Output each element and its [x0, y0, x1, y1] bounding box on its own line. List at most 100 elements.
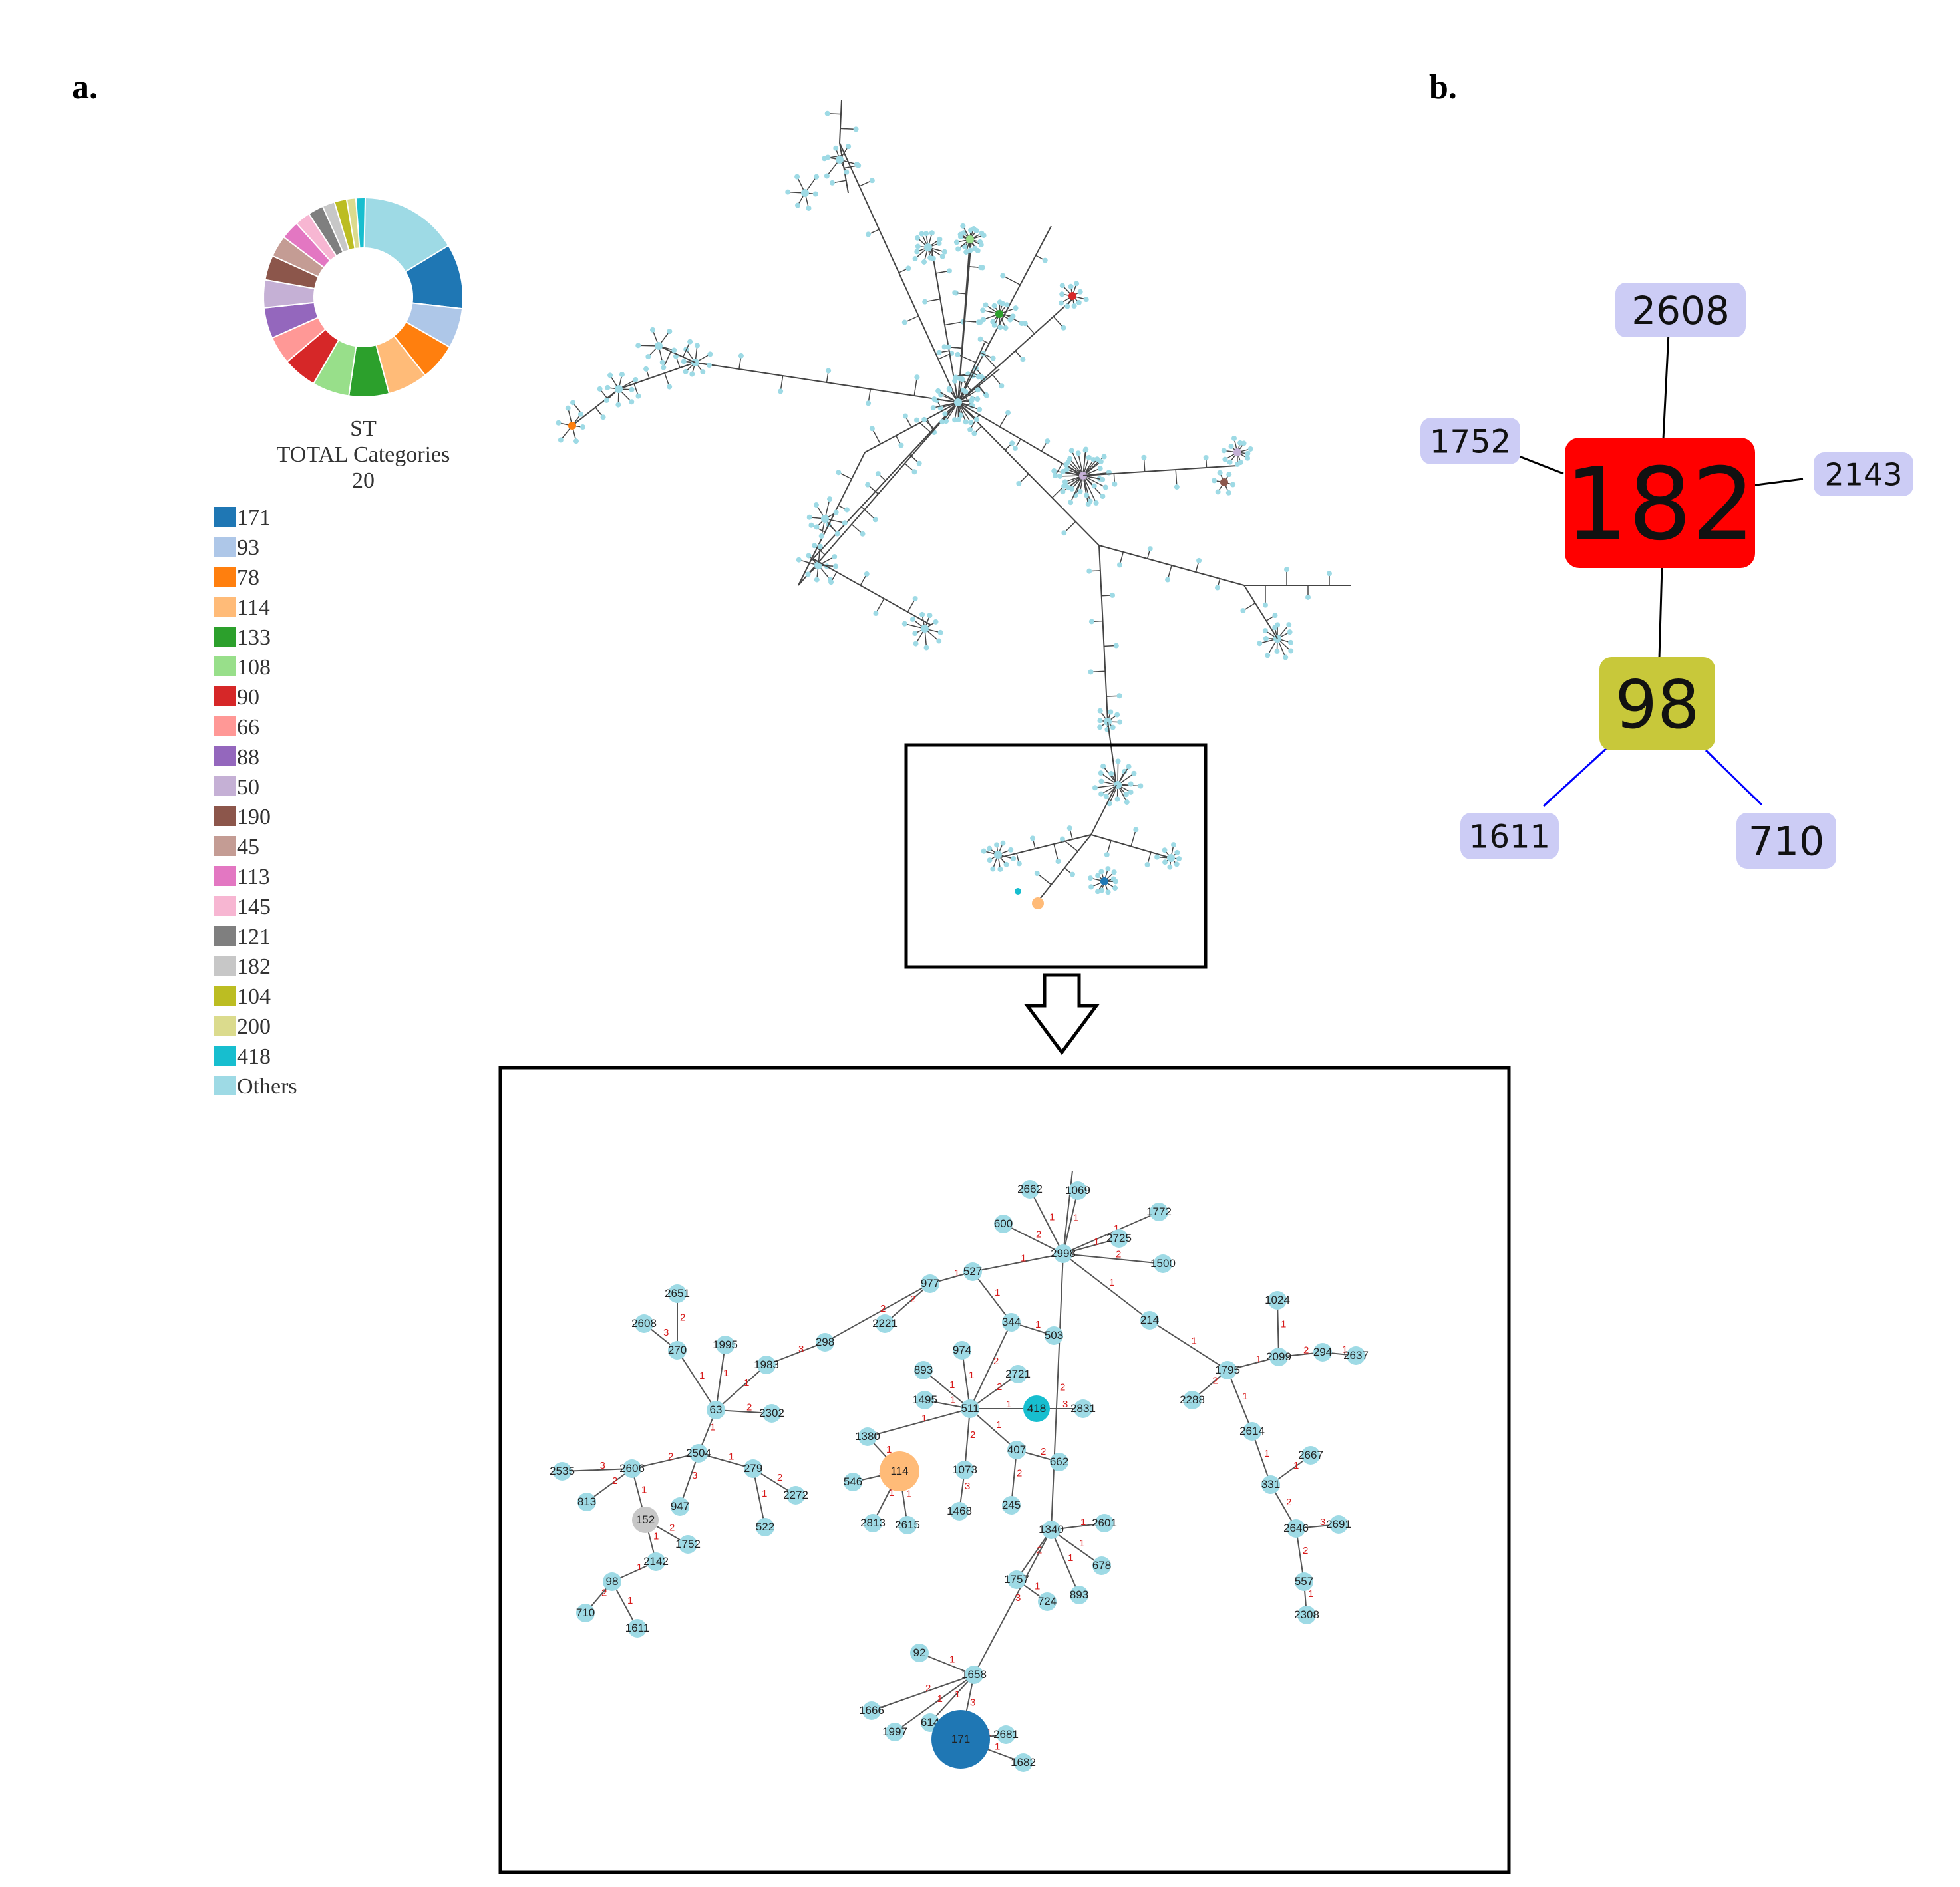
- overview-node: [1174, 484, 1180, 490]
- zoom-edge-weight: 1: [955, 1689, 960, 1700]
- overview-node: [1162, 859, 1168, 865]
- overview-node: [922, 299, 928, 305]
- overview-node: [1098, 458, 1104, 464]
- zoom-edge-weight: 1: [699, 1370, 705, 1381]
- zoom-node: [921, 1274, 939, 1293]
- overview-node: [1231, 436, 1237, 442]
- panel-b-node-710-label: 710: [1748, 819, 1825, 865]
- zoom-node-label: 947: [671, 1500, 689, 1513]
- zoom-node-label: 724: [1038, 1595, 1057, 1608]
- zoom-node-label: 1073: [952, 1463, 977, 1476]
- overview-node: [1108, 709, 1114, 715]
- zoom-node-label: 1380: [855, 1430, 880, 1443]
- zoom-edge-weight: 2: [1017, 1468, 1022, 1479]
- zoom-edge-weight: 1: [937, 1693, 943, 1705]
- overview-node: [1275, 622, 1281, 628]
- overview-node: [875, 471, 881, 477]
- overview-edge: [812, 558, 932, 626]
- zoom-edge-weight: 2: [1116, 1249, 1121, 1260]
- overview-edge: [1051, 486, 1064, 498]
- zoom-node-label: 2302: [759, 1407, 784, 1419]
- overview-node: [1016, 480, 1022, 486]
- zoom-edge-weight: 1: [1068, 1552, 1073, 1564]
- overview-node: [659, 359, 665, 365]
- overview-edge: [999, 412, 1009, 428]
- zoom-edge-weight: 1: [1035, 1319, 1041, 1330]
- overview-node: [1110, 724, 1116, 730]
- overview-node: [914, 249, 920, 255]
- overview-node: [689, 371, 695, 377]
- overview-node: [1147, 546, 1153, 552]
- overview-node: [966, 235, 974, 243]
- zoom-node-label: 1495: [912, 1393, 937, 1406]
- overview-node: [1030, 835, 1036, 841]
- zoom-edge: [824, 1283, 931, 1343]
- overview-node: [1060, 489, 1066, 495]
- overview-node: [969, 398, 975, 404]
- zoom-edge-weight: 1: [969, 1370, 974, 1381]
- zoom-node: [1014, 1753, 1033, 1772]
- zoom-edge-weight: 1: [653, 1531, 659, 1542]
- overview-node: [967, 247, 973, 253]
- overview-node: [629, 386, 635, 392]
- overview-node: [955, 246, 961, 252]
- zoom-node-label: 1666: [859, 1704, 884, 1717]
- overview-node: [1052, 472, 1058, 478]
- zoom-node-label: 2142: [643, 1555, 669, 1568]
- overview-node: [1005, 410, 1011, 416]
- overview-node: [1085, 501, 1091, 507]
- overview-node: [898, 442, 904, 448]
- overview-node: [1110, 876, 1116, 882]
- overview-node: [1062, 479, 1068, 485]
- zoom-node-label: 2998: [1051, 1247, 1076, 1260]
- overview-node: [921, 625, 929, 633]
- overview-node: [1104, 852, 1110, 858]
- zoom-edge-weight: 1: [1079, 1538, 1084, 1549]
- zoom-edge: [919, 1652, 975, 1675]
- overview-node: [1162, 847, 1168, 853]
- overview-node: [818, 533, 824, 539]
- legend-swatch-90: [214, 686, 236, 706]
- zoom-node: [915, 1391, 934, 1409]
- overview-node: [836, 470, 842, 476]
- overview-node: [1059, 836, 1065, 842]
- zoom-edge: [1277, 1300, 1279, 1358]
- overview-node: [827, 496, 833, 502]
- overview-node: [1007, 317, 1013, 323]
- overview-node: [919, 231, 925, 237]
- legend-swatch-418: [214, 1046, 236, 1066]
- overview-node: [1083, 297, 1089, 303]
- overview-node: [1222, 456, 1228, 462]
- overview-node: [842, 520, 848, 526]
- overview-node: [914, 235, 920, 241]
- zoom-node: [1268, 1291, 1287, 1310]
- overview-node: [1093, 500, 1099, 506]
- zoom-node-label: 2504: [686, 1447, 711, 1459]
- zoom-node: [553, 1462, 572, 1481]
- zoom-node-label: 600: [994, 1217, 1013, 1230]
- overview-node: [1000, 840, 1006, 846]
- donut-count: 20: [352, 468, 375, 493]
- overview-node: [1240, 608, 1246, 614]
- zoom-node-label: 2272: [783, 1489, 808, 1501]
- overview-edge: [1070, 475, 1084, 503]
- overview-node: [1015, 888, 1021, 895]
- zoom-node: [1313, 1343, 1332, 1362]
- overview-node: [1099, 887, 1105, 893]
- overview-node: [960, 223, 966, 229]
- overview-node: [1126, 764, 1132, 770]
- overview-node: [983, 392, 989, 398]
- overview-node: [1287, 639, 1293, 645]
- overview-edge: [960, 374, 979, 378]
- zoom-edge-weight: 1: [627, 1595, 633, 1606]
- overview-node: [667, 384, 673, 390]
- overview-node: [836, 156, 844, 164]
- zoom-node-label: 503: [1045, 1329, 1063, 1342]
- overview-node: [805, 571, 811, 577]
- overview-node: [962, 244, 968, 250]
- zoom-node: [1074, 1399, 1092, 1418]
- overview-node: [990, 319, 996, 325]
- overview-node: [1217, 470, 1223, 476]
- overview-node: [844, 507, 850, 513]
- zoom-node-label: 1468: [947, 1505, 972, 1517]
